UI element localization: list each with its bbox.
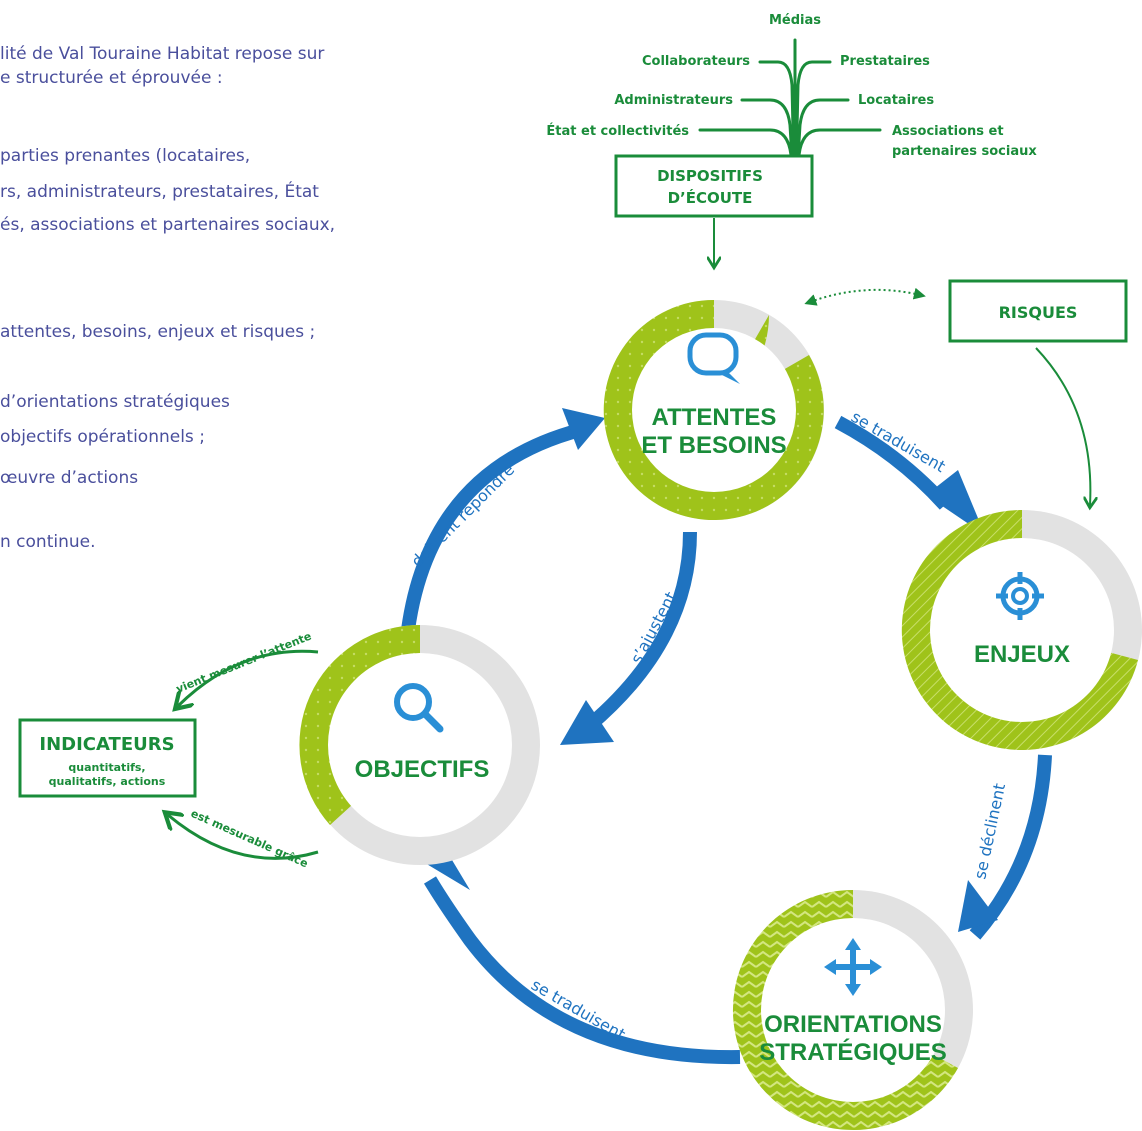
label-est-mesurable: est mesurable grâce [189,807,310,870]
intro-line: objectifs opérationnels ; [0,427,205,447]
node-orientations: ORIENTATIONS STRATÉGIQUES [732,890,973,1131]
arrow-objectifs-attentes [401,423,582,631]
node-orientations-title-2: STRATÉGIQUES [759,1038,947,1066]
node-orientations-title: ORIENTATIONS [764,1011,942,1038]
node-objectifs-title: OBJECTIFS [355,756,490,783]
label-se-declinent: se déclinent [970,782,1009,881]
intro-line: lité de Val Touraine Habitat repose sur [0,44,325,64]
indicateurs-subtitle: quantitatifs, [68,761,145,774]
node-enjeux-title: ENJEUX [974,641,1070,668]
indicateurs-box: INDICATEURS quantitatifs, qualitatifs, a… [18,718,197,798]
magnifier-icon [394,683,444,733]
node-attentes-title: ATTENTES [652,404,777,431]
node-enjeux: ENJEUX [901,509,1142,750]
indicateurs-title: INDICATEURS [39,734,174,755]
intro-line: œuvre d’actions [0,468,139,488]
intro-line: attentes, besoins, enjeux et risques ; [0,322,316,342]
risques-arrow [1035,347,1090,505]
arrowhead [926,470,985,535]
node-attentes-besoins: ATTENTES ET BESOINS [603,299,824,520]
stakeholder-collaborateurs: Collaborateurs [642,54,750,69]
stakeholder-associations-2: partenaires sociaux [892,144,1037,159]
label-vient-mesurer: vient mesurer l’attente [174,630,313,696]
intro-line: e structurée et éprouvée : [0,68,223,88]
est-mesurable-arrow [168,815,319,860]
stakeholder-etat: État et collectivités [546,123,689,139]
stakeholder-associations: Associations et [892,124,1004,139]
dispositifs-box: DISPOSITIFS D’ÉCOUTE [614,154,814,218]
intro-line: rs, administrateurs, prestataires, État [0,182,319,202]
move-arrows-icon [824,938,882,996]
intro-line: parties prenantes (locataires, [0,146,251,166]
arrow-orientations-objectifs [423,876,741,1065]
risques-box: RISQUES [948,279,1128,343]
indicateurs-subtitle-2: qualitatifs, actions [49,775,166,788]
node-objectifs: OBJECTIFS [299,624,540,865]
intro-line: és, associations et partenaires sociaux, [0,215,336,235]
dispositifs-title-2: D’ÉCOUTE [668,188,753,207]
vient-mesurer-arrow [178,649,319,706]
arrow-attentes-objectifs [585,531,697,731]
target-icon [996,572,1044,620]
arrowhead [560,700,614,745]
node-attentes-title-2: ET BESOINS [641,432,786,459]
risques-link [804,287,926,306]
speech-bubble-icon [687,332,740,384]
intro-text: lité de Val Touraine Habitat repose sur … [0,0,430,560]
risques-title: RISQUES [999,303,1078,322]
stakeholder-prestataires: Prestataires [840,54,930,69]
stakeholder-administrateurs: Administrateurs [614,93,733,108]
arrowhead [562,408,605,450]
stakeholder-locataires: Locataires [858,93,934,108]
intro-line: d’orientations stratégiques [0,392,230,412]
label-doivent-repondre: doivent répondre [407,460,518,571]
stakeholder-medias: Médias [769,13,821,28]
dispositifs-title: DISPOSITIFS [657,167,763,185]
intro-line: n continue. [0,532,96,552]
arrowhead [958,880,998,932]
